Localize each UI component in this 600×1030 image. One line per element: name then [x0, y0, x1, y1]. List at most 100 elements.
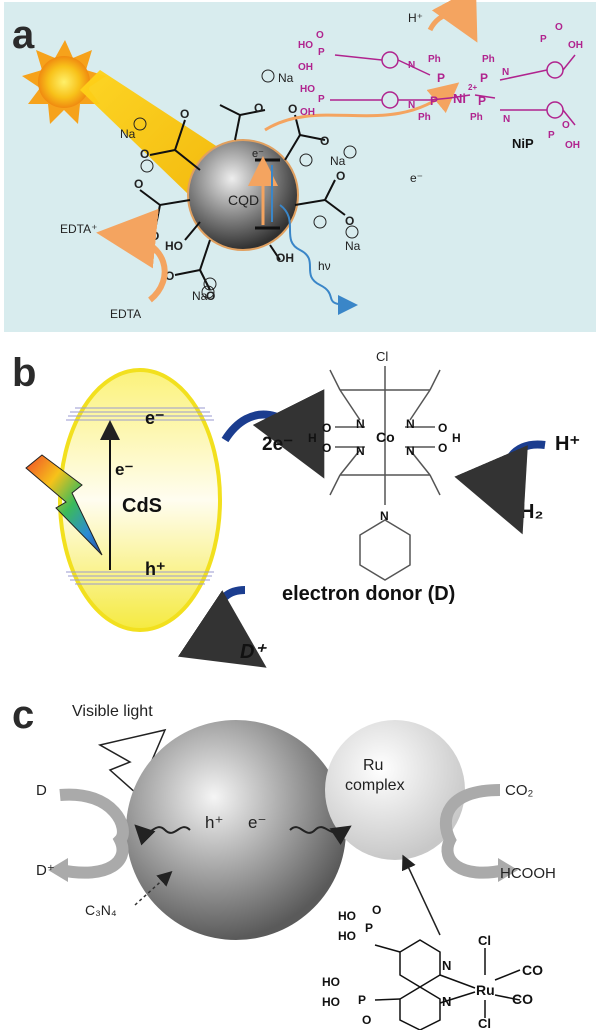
carboxyl-o-6: O — [150, 229, 159, 243]
phos-p-1: P — [365, 921, 373, 935]
nip-p-4: P — [478, 94, 486, 108]
aldehyde-o: O — [180, 107, 189, 121]
ru-cl-top: Cl — [478, 933, 491, 948]
phosphonate-p-3: P — [540, 34, 547, 45]
panel-b-letter: b — [12, 351, 36, 395]
ru-n-2: N — [442, 994, 451, 1009]
carboxyl-o-9: O — [165, 269, 174, 283]
ru-complex-sphere — [325, 720, 465, 860]
electron-label: e⁻ — [410, 171, 423, 185]
donor-oxidation-arrow — [58, 788, 129, 879]
nip-p-3: P — [480, 71, 488, 85]
nip-ph-1: Ph — [428, 54, 441, 65]
ru-cl-bottom: Cl — [478, 1016, 491, 1030]
cds-h-plus: h⁺ — [145, 559, 166, 579]
cobaloxime-n-1: N — [356, 417, 365, 431]
phosphonate-oh-3: OH — [568, 40, 583, 51]
carboxyl-o-7: O — [336, 169, 345, 183]
nip-ni-charge: 2+ — [468, 83, 477, 92]
phosphonate-p-1: P — [318, 47, 325, 58]
hplus-label: H⁺ — [408, 11, 423, 25]
charge-markers — [133, 69, 359, 299]
hv-label: hν — [318, 259, 331, 273]
co2-arrow-head — [498, 858, 518, 882]
cobaloxime-n-3: N — [356, 444, 365, 458]
panel-a-letter: a — [12, 13, 35, 57]
phosphonate-ho-2: HO — [300, 84, 315, 95]
hcooh-label: HCOOH — [500, 865, 556, 882]
phos-ho-4: HO — [322, 995, 340, 1009]
cobaloxime-cl: Cl — [376, 349, 388, 364]
phosphonate-ho-1: HO — [298, 40, 313, 51]
phosphonate-oh-4: OH — [565, 140, 580, 151]
phosphonate-p-2: P — [318, 94, 325, 105]
electron-transfer-wave — [289, 825, 352, 845]
edta-oxidation-arrow — [96, 208, 168, 303]
sun-icon — [22, 40, 106, 124]
h2-evolution-arrow-b — [454, 440, 546, 535]
nip-ph-3: Ph — [418, 112, 431, 123]
nip-p-2: P — [437, 71, 445, 85]
phos-o-2: O — [362, 1013, 371, 1027]
carboxyl-o-8: O — [345, 214, 354, 228]
hydroxyl-ho: HO — [165, 239, 183, 253]
edta-label: EDTA — [110, 307, 141, 321]
na-label-4: Na — [345, 239, 361, 253]
panel-b: b e⁻ e⁻ CdS h⁺ 2e⁻ electron donor (D) D⁺ — [12, 349, 580, 668]
nip-ph-4: Ph — [470, 112, 483, 123]
c3n4-label: C₃N₄ — [85, 902, 117, 918]
oxime-o-4: O — [438, 441, 447, 455]
phosphonate-o-3: O — [555, 22, 563, 33]
oxime-o-2: O — [438, 421, 447, 435]
c3n4-e-minus: e⁻ — [248, 813, 266, 832]
phosphonate-o-4: O — [562, 120, 570, 131]
carboxyl-o-5: O — [134, 177, 143, 191]
carboxyl-o-10: O — [206, 289, 215, 303]
panel-c: c Visible light Ru complex h⁺ e⁻ D D⁺ CO… — [12, 693, 556, 1030]
ru-complex-structure — [374, 939, 521, 1030]
ru-complex-label-2: complex — [345, 777, 405, 794]
phos-ho-2: HO — [338, 929, 356, 943]
ru-co-1: CO — [522, 962, 543, 978]
nip-structure — [330, 51, 576, 126]
nip-n-3: N — [408, 100, 415, 111]
carboxyl-o-4: O — [320, 134, 329, 148]
na-label-1: Na — [278, 71, 294, 85]
cobaloxime-structure — [329, 366, 441, 581]
h2-evolution-arrow — [427, 0, 478, 43]
c3n4-pointer — [134, 870, 173, 906]
phos-p-2: P — [358, 993, 366, 1007]
phos-ho-3: HO — [322, 975, 340, 989]
h2-label-b: H₂ — [520, 501, 543, 523]
two-electron-arrow — [221, 389, 325, 479]
carboxyl-o-1: O — [254, 101, 263, 115]
phosphonate-oh-2: OH — [300, 107, 315, 118]
nip-label: NiP — [512, 136, 534, 151]
co2-label: CO₂ — [505, 782, 534, 799]
panel-a: a CQD e⁻ — [4, 0, 596, 332]
cobaloxime-n-4: N — [406, 444, 415, 458]
cqd-electron: e⁻ — [252, 148, 264, 160]
oxime-h-1: H — [308, 431, 317, 445]
donor-arrow-head — [48, 858, 68, 882]
phosphonate-oh-1: OH — [298, 62, 313, 73]
cds-label: CdS — [122, 495, 162, 517]
visible-light-label: Visible light — [72, 703, 153, 720]
na-label-2: Na — [120, 127, 136, 141]
hole-transfer-wave — [134, 824, 191, 846]
oxime-h-2: H — [452, 431, 461, 445]
panel-a-background — [4, 2, 596, 332]
panel-c-letter: c — [12, 693, 34, 737]
ru-co-2: CO — [512, 991, 533, 1007]
co2-reduction-arrow — [439, 784, 507, 879]
oxime-o-1: O — [322, 421, 331, 435]
cds-band-lines — [66, 407, 214, 585]
nip-p-1: P — [430, 94, 438, 108]
lightning-bolt-icon — [25, 454, 103, 556]
dplus-label: D⁺ — [240, 641, 267, 663]
oxime-o-3: O — [322, 441, 331, 455]
nip-ph-2: Ph — [482, 54, 495, 65]
nip-n-2: N — [502, 67, 509, 78]
hplus-label-b: H⁺ — [555, 433, 580, 455]
